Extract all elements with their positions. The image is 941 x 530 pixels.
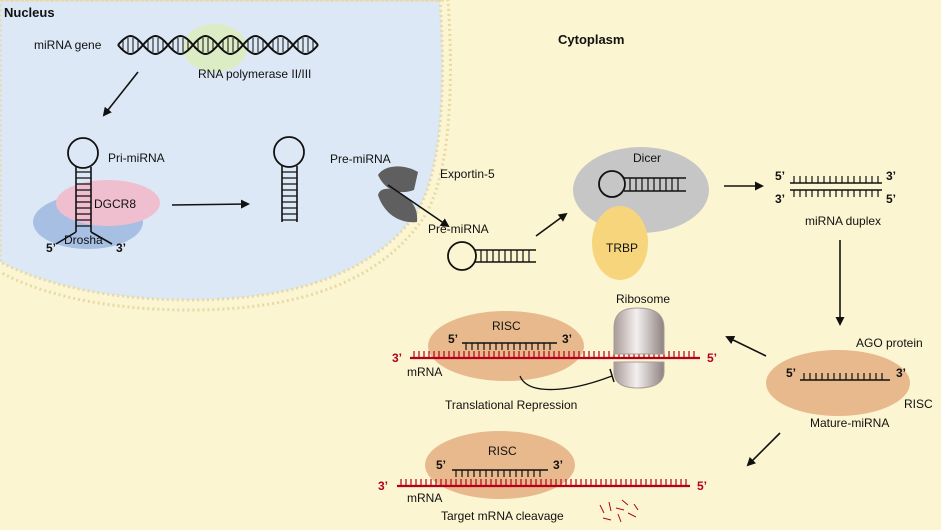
pre-mirna-cytoplasm-label: Pre-miRNA	[428, 222, 489, 236]
exportin-5-label: Exportin-5	[440, 167, 495, 181]
mature-mirna-strand	[800, 373, 890, 381]
repression-five-prime: 5’	[448, 332, 458, 346]
rna-polymerase-label: RNA polymerase II/III	[198, 67, 311, 81]
mrna-bottom-label: mRNA	[407, 491, 442, 505]
mrna-top-label: mRNA	[407, 365, 442, 379]
pre-mirna-in-dicer	[598, 170, 686, 198]
mature-three-prime: 3’	[896, 366, 906, 380]
mature-risc-blob	[766, 350, 910, 416]
cleaved-mrna-fragments	[599, 499, 639, 523]
arrow-to-cleavage	[746, 432, 781, 467]
pri-three-prime: 3’	[116, 241, 126, 255]
trbp-label: TRBP	[606, 241, 638, 255]
risc-mature-label: RISC	[904, 397, 933, 411]
mrna-bottom-five-prime: 5’	[697, 479, 707, 493]
ago-protein-label: AGO protein	[856, 336, 923, 350]
mrna-top-three-prime: 3’	[392, 351, 402, 365]
drosha-label: Drosha	[64, 233, 103, 247]
pri-mirna-label: Pri-miRNA	[108, 151, 165, 165]
arrow-drosha-processing	[171, 199, 250, 209]
inhibition-arrow	[519, 375, 613, 391]
mirna-gene-label: miRNA gene	[34, 38, 102, 52]
pre-mirna-nucleus-label: Pre-miRNA	[330, 152, 391, 166]
risc-cleavage-blob	[425, 431, 575, 499]
mrna-top-five-prime: 5’	[707, 351, 717, 365]
dicer-label: Dicer	[633, 151, 661, 165]
exportin-5-bottom	[378, 188, 418, 223]
pre-mirna-hairpin-nucleus	[273, 136, 305, 222]
mature-five-prime: 5’	[786, 366, 796, 380]
mirna-strand-cleavage	[452, 469, 548, 477]
mature-mirna-label: Mature-miRNA	[810, 416, 889, 430]
risc-cleavage-label: RISC	[488, 444, 517, 458]
target-cleavage-label: Target mRNA cleavage	[441, 509, 564, 523]
inhibition-bar	[609, 368, 615, 383]
repression-three-prime: 3’	[562, 332, 572, 346]
mirna-duplex	[790, 176, 882, 197]
dgcr8-label: DGCR8	[94, 197, 136, 211]
cleavage-three-prime: 3’	[553, 458, 563, 472]
nucleus-title: Nucleus	[4, 5, 55, 20]
cleavage-five-prime: 5’	[436, 458, 446, 472]
risc-repression-blob	[428, 311, 584, 381]
arrow-to-repression	[725, 336, 767, 357]
dna-helix	[117, 35, 319, 55]
ribosome	[613, 307, 665, 389]
duplex-top-five: 5’	[775, 169, 785, 183]
arrow-to-dicer	[535, 212, 568, 237]
duplex-top-three: 3’	[886, 169, 896, 183]
arrow-transcription	[102, 71, 139, 117]
risc-repression-label: RISC	[492, 319, 521, 333]
duplex-bottom-five: 5’	[886, 192, 896, 206]
pri-five-prime: 5’	[46, 241, 56, 255]
pre-mirna-hairpin-cytoplasm	[447, 241, 536, 271]
mrna-strand-cleavage	[397, 479, 690, 488]
pri-mirna-hairpin	[55, 137, 113, 245]
mirna-strand-repression	[462, 342, 557, 350]
translational-repression-label: Translational Repression	[445, 398, 577, 412]
duplex-bottom-three: 3’	[775, 192, 785, 206]
ribosome-label: Ribosome	[616, 292, 670, 306]
cytoplasm-title: Cytoplasm	[558, 32, 624, 47]
arrow-export	[387, 184, 450, 228]
duplex-label: miRNA duplex	[805, 214, 881, 228]
trbp-blob	[592, 206, 648, 280]
mrna-bottom-three-prime: 3’	[378, 479, 388, 493]
